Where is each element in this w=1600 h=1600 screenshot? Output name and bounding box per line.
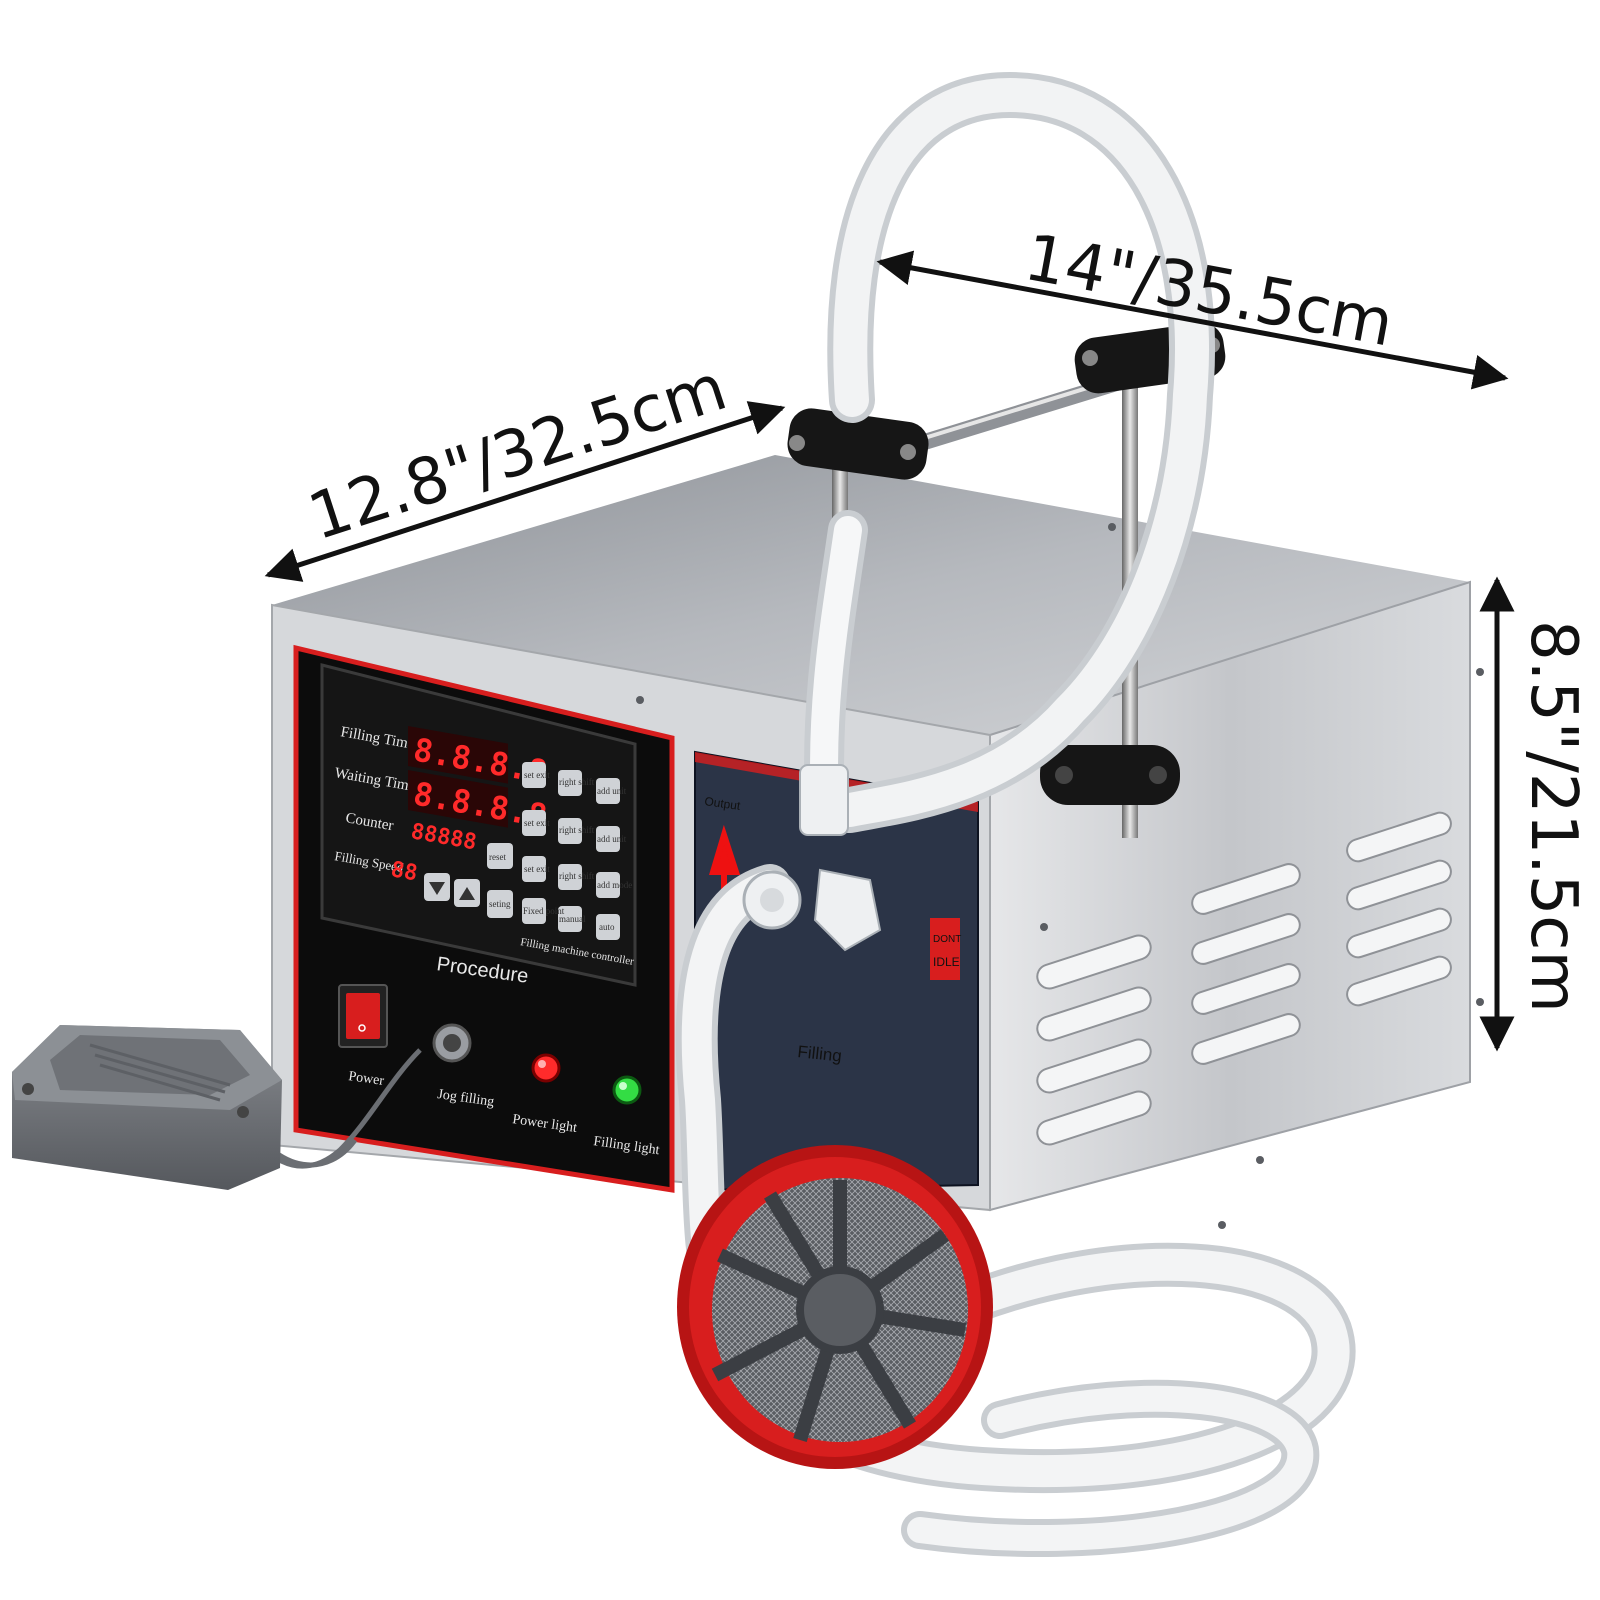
key-row-3	[424, 856, 620, 907]
key-label-1-3: add unit	[597, 786, 627, 796]
vent-column-right	[1346, 811, 1452, 1007]
jog-filling-connector[interactable]	[432, 1023, 472, 1063]
filling-light	[612, 1075, 642, 1105]
key-label-4-1: Fixed point	[523, 906, 565, 916]
double-headed-arrow	[876, 250, 1509, 390]
height-label: 8.5"/21.5cm	[1516, 620, 1590, 1013]
key-row-1	[522, 762, 620, 804]
clamp-top-left	[787, 408, 929, 480]
mesh-filter-icon	[677, 1145, 993, 1469]
right-shift-key-2[interactable]	[558, 818, 582, 844]
key-label-reset: reset	[489, 852, 506, 862]
key-label-3-2: right shift	[559, 871, 595, 881]
reset-key[interactable]	[487, 843, 513, 869]
filling-plate-label: Filling	[797, 1042, 843, 1066]
vent-slots	[1036, 811, 1452, 1146]
up-arrow-icon	[459, 887, 475, 900]
key-label-3-1: set exit	[524, 864, 550, 874]
auto-key[interactable]	[596, 914, 620, 940]
dont-idle-badge	[930, 918, 960, 980]
vent-column-left	[1036, 934, 1152, 1146]
down-arrow-icon	[429, 882, 445, 895]
key-label-4-3: auto	[599, 922, 615, 932]
key-label-2-3: add unit	[597, 834, 627, 844]
screws	[636, 523, 1484, 1229]
dont-idle-line2: IDLE	[933, 955, 960, 969]
fixed-point-key[interactable]	[522, 898, 546, 924]
key-label-4-2: manual	[559, 914, 586, 924]
key-row-2	[487, 810, 620, 869]
setting-key[interactable]	[487, 890, 513, 918]
filling-speed-display: 88	[389, 857, 419, 886]
hose-fittings	[742, 764, 882, 952]
manual-key[interactable]	[558, 906, 582, 932]
right-shift-key[interactable]	[558, 770, 582, 796]
clamp-lower	[1040, 745, 1180, 805]
add-mode-key[interactable]	[596, 872, 620, 898]
key-labels: set exit right shift add unit set exit r…	[489, 770, 632, 932]
add-unit-key[interactable]	[596, 778, 620, 804]
power-switch[interactable]	[338, 984, 388, 1048]
set-exit-key[interactable]	[522, 762, 546, 788]
key-label-2-1: set exit	[524, 818, 550, 828]
power-label: Power	[347, 1069, 385, 1089]
key-label-3-3: add mode	[597, 880, 632, 890]
double-headed-arrow	[264, 401, 786, 582]
rocker-switch-icon	[346, 993, 380, 1039]
set-exit-key-2[interactable]	[522, 810, 546, 836]
vent-column-middle	[1191, 863, 1301, 1065]
keypad: set exit right shift add unit set exit r…	[424, 762, 632, 940]
key-row-4	[487, 890, 620, 940]
key-label-setting: seting	[489, 899, 511, 909]
add-unit-key-2[interactable]	[596, 826, 620, 852]
right-shift-key-3[interactable]	[558, 864, 582, 890]
power-light	[531, 1053, 561, 1083]
set-exit-key-3[interactable]	[522, 856, 546, 882]
output-label: Output	[704, 794, 742, 813]
dimension-height: 8.5"/21.5cm	[1479, 576, 1590, 1052]
key-label-1-1: set exit	[524, 770, 550, 780]
key-label-1-2: right shift	[559, 777, 595, 787]
foot-pedal-icon[interactable]	[12, 1025, 422, 1190]
key-label-2-2: right shift	[559, 825, 595, 835]
dont-idle-line1: DONT	[933, 934, 961, 945]
